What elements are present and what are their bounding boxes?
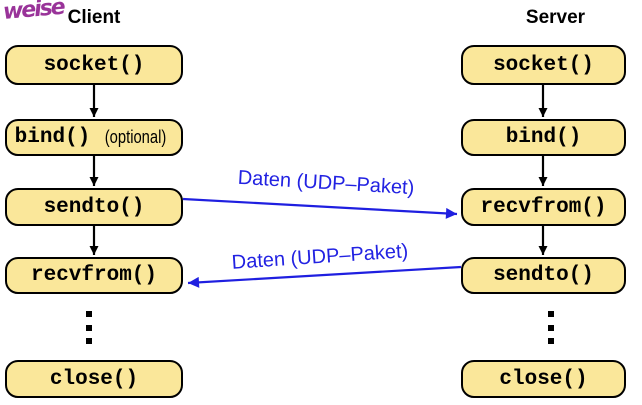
udp-message-arrow-client-to-server	[182, 197, 458, 219]
client-bind-label: bind()	[14, 126, 91, 149]
client-socket-label: socket()	[43, 53, 145, 77]
server-bind-box: bind()	[461, 119, 626, 156]
server-recvfrom-box: recvfrom()	[461, 188, 626, 226]
client-vertical-ellipsis-dot	[86, 325, 92, 331]
udp-message-arrow-server-to-client	[187, 265, 462, 288]
client-vertical-ellipsis-dot	[86, 311, 92, 317]
server-close-box: close()	[461, 360, 626, 398]
client-close-label: close()	[49, 367, 139, 391]
client-close-box: close()	[5, 360, 183, 398]
server-sendto-label: sendto()	[493, 264, 594, 287]
server-socket-label: socket()	[493, 53, 594, 77]
server-socket-box: socket()	[461, 45, 626, 85]
client-bind-box: bind() (optional)	[5, 119, 183, 156]
server-recvfrom-label: recvfrom()	[480, 195, 607, 219]
server-bind-label: bind()	[505, 126, 582, 149]
server-vertical-ellipsis-dot	[548, 325, 554, 331]
client-vertical-ellipsis-dot	[86, 338, 92, 344]
server-vertical-ellipsis-dot	[548, 311, 554, 317]
server-close-label: close()	[499, 367, 588, 391]
server-vertical-ellipsis-dot	[548, 338, 554, 344]
client-sendto-label: sendto()	[43, 195, 145, 219]
client-socket-box: socket()	[5, 45, 183, 85]
client-recvfrom-box: recvfrom()	[5, 257, 183, 294]
client-column-title: Client	[67, 7, 121, 28]
server-sendto-box: sendto()	[461, 257, 626, 294]
server-column-title: Server	[525, 7, 586, 28]
client-recvfrom-label: recvfrom()	[30, 264, 158, 287]
client-bind-optional-note: (optional)	[105, 127, 167, 147]
client-sendto-box: sendto()	[5, 188, 183, 226]
